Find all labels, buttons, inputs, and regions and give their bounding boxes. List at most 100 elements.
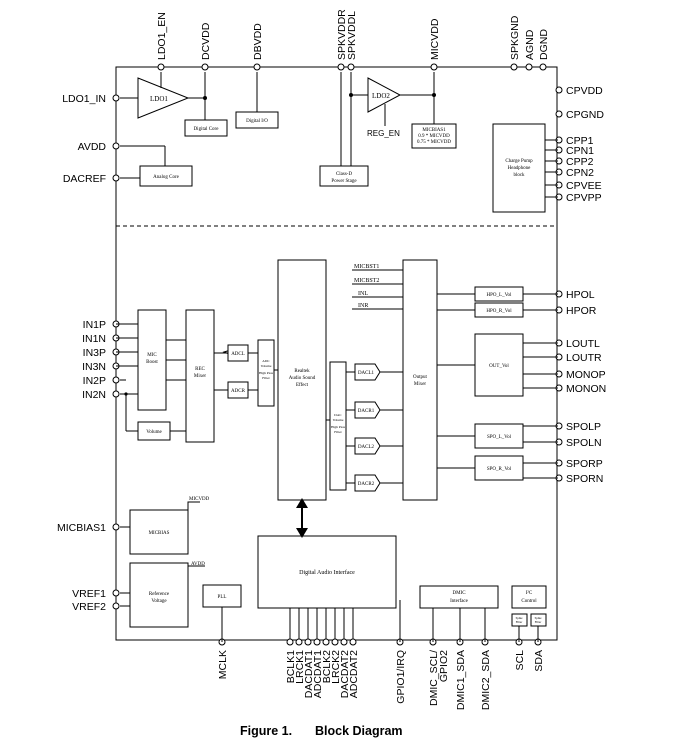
pin-in1p-label: IN1P — [83, 319, 106, 331]
pin-spolp-label: SPOLP — [566, 421, 601, 433]
pin-ldo1_en-label: LDO1_EN — [156, 12, 168, 60]
pin-spkvddr-terminal — [337, 63, 345, 71]
analog-core-label: Analog Core — [153, 175, 179, 180]
pin-dgnd-terminal — [539, 63, 547, 71]
micbias-label: MICBIAS — [149, 531, 170, 536]
adcl-label: ADCL — [231, 352, 245, 357]
ldo2-amplifier — [367, 77, 402, 113]
pin-ldo1_in-terminal — [112, 94, 120, 102]
dac-filter-line2: Volume — [333, 418, 344, 422]
pin-loutl-label: LOUTL — [566, 338, 600, 350]
pin-in2p-label: IN2P — [83, 375, 106, 387]
dac-filter-block — [329, 361, 347, 491]
mix-input-inl: INL — [358, 291, 368, 297]
pin-dmic-scl-gpio2-label-1: GPIO2 — [438, 650, 450, 682]
analog-core-block — [139, 165, 193, 187]
pin-vref2-label: VREF2 — [72, 601, 106, 613]
pin-vref1-terminal — [112, 589, 120, 597]
dmic-interface-line1: DMIC — [452, 591, 466, 596]
mic-boost-block — [137, 309, 167, 411]
pin-adcdat1-terminal — [313, 638, 321, 646]
output-mixer-block — [402, 259, 438, 501]
spike-l1: Spike — [516, 616, 524, 620]
pin-cpn1-label: CPN1 — [566, 145, 594, 157]
pin-agnd-label: AGND — [524, 29, 536, 60]
ldo2-label: LDO2 — [372, 92, 390, 100]
spike-l2: Filter — [516, 620, 523, 624]
pin-dmic-scl-gpio2-label-0: DMIC_SCL/ — [428, 650, 440, 706]
pin-ldo1_en-terminal — [157, 63, 165, 71]
mic-boost-line1: MIC — [147, 353, 157, 358]
micbias1-line1: MICBIAS1 — [422, 128, 446, 133]
pin-spkvddr-label: SPKVDDR — [336, 9, 348, 60]
figure-title: Block Diagram — [315, 724, 403, 738]
digital-io-label: Digital I/O — [246, 119, 268, 124]
pin-cpp1-label: CPP1 — [566, 135, 594, 147]
dac-dacl1-label: DACL1 — [358, 371, 375, 376]
pin-in2n-terminal — [112, 390, 120, 398]
pin-hpol-label: HPOL — [566, 289, 595, 301]
hpo-r-vol-label: HPO_R_Vol — [486, 309, 512, 314]
pin-monon-label: MONON — [566, 383, 606, 395]
pin-adcdat2-terminal — [349, 638, 357, 646]
avdd-small-label: AVDD — [191, 562, 205, 567]
output-mixer-line1: Output — [413, 375, 428, 380]
pin-dacdat1-label: DACDAT1 — [303, 650, 315, 698]
reference-voltage-line2: Voltage — [151, 599, 167, 604]
pin-monop-label: MONOP — [566, 369, 606, 381]
pin-micbias1-label: MICBIAS1 — [57, 522, 106, 534]
pin-cpn2-label: CPN2 — [566, 167, 594, 179]
pin-cpgnd-label: CPGND — [566, 109, 604, 121]
dac-filter-line3: High Pass — [331, 425, 346, 429]
class-d-line2: Power Stage — [331, 179, 357, 184]
spike-r1: Spike — [535, 616, 543, 620]
pin-agnd-terminal — [525, 63, 533, 71]
i2c-control-block — [511, 585, 547, 609]
micbias1-line2: 0.9 * MICVDD — [418, 134, 450, 139]
dac-dacr1-block — [354, 401, 381, 419]
mix-input-micbst2: MICBST2 — [354, 278, 379, 284]
pin-lrck2-terminal — [331, 638, 339, 646]
pin-lrck1-label: LRCK1 — [294, 650, 306, 684]
hpo-l-vol-label: HPO_L_Vol — [487, 293, 513, 298]
pin-dmic2-sda-label: DMIC2_SDA — [480, 650, 492, 710]
pin-sporp-label: SPORP — [566, 458, 603, 470]
adc-filter-line2: Volume — [261, 364, 272, 368]
i2c-control-label: Control — [521, 599, 537, 604]
class-d-block — [319, 165, 369, 187]
pin-dbvdd-label: DBVDD — [252, 23, 264, 60]
pin-dbvdd-terminal — [253, 63, 261, 71]
pin-micvdd-label: MICVDD — [429, 18, 441, 60]
pin-avdd-terminal — [112, 142, 120, 150]
pin-cpgnd-terminal — [555, 110, 563, 118]
audio-sound-effect-block — [277, 259, 327, 501]
dac-dacl1-block — [354, 363, 381, 381]
dac-filter-line1: DAC — [334, 413, 342, 417]
micbias1-line3: 0.75 * MICVDD — [417, 140, 451, 145]
ldo1-label: LDO1 — [150, 95, 168, 103]
pin-cpvdd-terminal — [555, 86, 563, 94]
pin-dacref-label: DACREF — [63, 173, 106, 185]
pin-cpp2-label: CPP2 — [566, 156, 594, 168]
dac-dacl2-label: DACL2 — [358, 445, 375, 450]
pin-avdd-label: AVDD — [78, 141, 107, 153]
digital-audio-interface-block — [257, 535, 397, 609]
pin-vref1-label: VREF1 — [72, 588, 106, 600]
dac-dacr2-label: DACR2 — [358, 482, 375, 487]
class-d-line1: Class-D — [336, 172, 353, 177]
pin-in3p-label: IN3P — [83, 347, 106, 359]
pin-bclk1-terminal — [286, 638, 294, 646]
volume-label: Volume — [146, 430, 162, 435]
pin-adcdat2-label: ADCDAT2 — [348, 650, 360, 698]
adcr-label: ADCR — [231, 389, 246, 394]
spo-l-vol-label: SPO_L_Vol — [487, 435, 512, 440]
pin-in2n-label: IN2N — [82, 389, 106, 401]
pin-adcdat1-label: ADCDAT1 — [312, 650, 324, 698]
reference-voltage-line1: Reference — [149, 592, 170, 597]
rec-mixer-line1: REC — [195, 367, 205, 372]
pin-dacdat2-label: DACDAT2 — [339, 650, 351, 698]
dac-dacl2-block — [354, 437, 381, 455]
pin-dacref-terminal — [112, 174, 120, 182]
adc-filter-block — [257, 339, 275, 407]
